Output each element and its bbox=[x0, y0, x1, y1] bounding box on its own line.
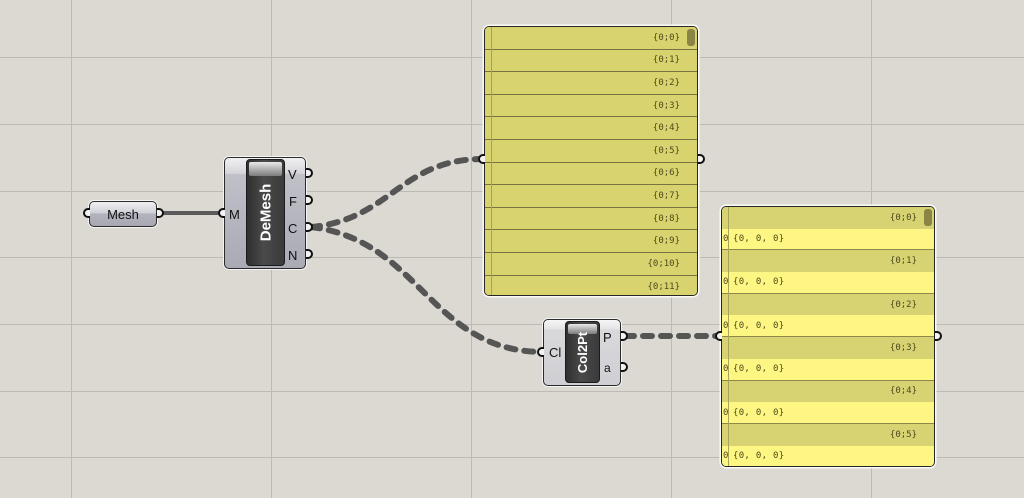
panel-margin-line bbox=[491, 27, 492, 295]
panel-branch-header: {0;1} bbox=[722, 250, 934, 273]
panel-row: {0;3} bbox=[485, 94, 697, 118]
grid-line bbox=[471, 0, 472, 498]
output-label-c: C bbox=[288, 221, 298, 236]
col2pt-nickname: Col2Pt bbox=[575, 331, 591, 373]
panel-branch-header: {0;5} bbox=[722, 423, 934, 446]
output-label-n: N bbox=[288, 248, 298, 263]
panel-row: {0;5} bbox=[485, 139, 697, 163]
grid-line bbox=[0, 391, 1024, 392]
wire-demesh-c-to-panel-a[interactable] bbox=[308, 156, 484, 230]
input-label-m: M bbox=[229, 207, 240, 222]
panel-item-row: 0{0, 0, 0} bbox=[722, 315, 934, 338]
panel-b-input-grip[interactable] bbox=[715, 331, 722, 341]
demesh-output-c-grip[interactable] bbox=[306, 222, 313, 232]
input-label-cl: Cl bbox=[549, 345, 562, 360]
demesh-nickname-box: DeMesh bbox=[246, 159, 285, 266]
output-label-f: F bbox=[289, 194, 297, 209]
panel-a-input-grip[interactable] bbox=[478, 154, 485, 164]
panel-branch-header: {0;2} bbox=[722, 293, 934, 316]
col2pt-output-a-grip[interactable] bbox=[621, 362, 628, 372]
mesh-input-grip[interactable] bbox=[83, 208, 90, 218]
panel-points[interactable]: {0;0} 0{0, 0, 0} {0;1} 0{0, 0, 0} {0;2} … bbox=[721, 206, 935, 467]
col2pt-output-p-grip[interactable] bbox=[621, 331, 628, 341]
wire-demesh-c-to-col2pt[interactable] bbox=[308, 224, 544, 355]
mesh-output-grip[interactable] bbox=[157, 208, 164, 218]
output-label-v: V bbox=[288, 167, 297, 182]
demesh-output-f-grip[interactable] bbox=[306, 195, 313, 205]
panel-row: {0;2} bbox=[485, 72, 697, 95]
grid-line bbox=[71, 0, 72, 498]
demesh-component[interactable]: M DeMesh V F C N bbox=[224, 157, 306, 269]
col2pt-nickname-box: Col2Pt bbox=[565, 321, 600, 383]
demesh-input-m-grip[interactable] bbox=[218, 208, 225, 218]
panel-row: {0;10} bbox=[485, 252, 697, 276]
panel-scrollbar[interactable] bbox=[687, 29, 695, 46]
panel-row: {0;0} bbox=[485, 27, 697, 50]
demesh-output-n-grip[interactable] bbox=[306, 249, 313, 259]
panel-branch-header: {0;0} bbox=[722, 207, 934, 229]
demesh-nickname: DeMesh bbox=[257, 183, 274, 242]
output-label-p: P bbox=[603, 330, 612, 345]
panel-row: {0;8} bbox=[485, 207, 697, 231]
mesh-param-label: Mesh bbox=[107, 207, 139, 222]
panel-item-row: 0{0, 0, 0} bbox=[722, 272, 934, 294]
panel-b-output-grip[interactable] bbox=[935, 331, 942, 341]
panel-row: {0;4} bbox=[485, 117, 697, 140]
panel-branch-header: {0;3} bbox=[722, 337, 934, 359]
panel-item-row: 0{0, 0, 0} bbox=[722, 228, 934, 251]
panel-row: {0;7} bbox=[485, 185, 697, 208]
grid-line bbox=[0, 324, 1024, 325]
panel-row: {0;11} bbox=[485, 275, 697, 295]
panel-item-row: 0{0, 0, 0} bbox=[722, 445, 934, 466]
panel-row: {0;1} bbox=[485, 49, 697, 73]
panel-scrollbar[interactable] bbox=[924, 209, 932, 226]
panel-branch-header: {0;4} bbox=[722, 380, 934, 403]
panel-row: {0;9} bbox=[485, 230, 697, 253]
col2pt-input-cl-grip[interactable] bbox=[537, 347, 544, 357]
panel-a-output-grip[interactable] bbox=[698, 154, 705, 164]
panel-item-row: 0{0, 0, 0} bbox=[722, 402, 934, 424]
col2pt-component[interactable]: Cl Col2Pt P a bbox=[543, 319, 621, 386]
output-label-a: a bbox=[604, 361, 611, 375]
panel-margin-line bbox=[728, 207, 729, 466]
panel-row: {0;6} bbox=[485, 162, 697, 186]
mesh-param-node[interactable]: Mesh bbox=[89, 201, 157, 227]
grid-line bbox=[0, 457, 1024, 458]
panel-face-paths[interactable]: {0;0} {0;1} {0;2} {0;3} {0;4} {0;5} {0;6… bbox=[484, 26, 698, 296]
panel-item-row: 0{0, 0, 0} bbox=[722, 358, 934, 381]
demesh-output-v-grip[interactable] bbox=[306, 168, 313, 178]
